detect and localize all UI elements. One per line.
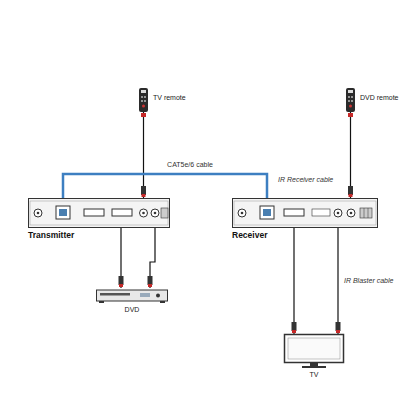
device-label: TV remote [153, 94, 186, 102]
device-drawing [232, 198, 378, 228]
cable-plug [141, 186, 146, 195]
device-label: DVD [125, 306, 140, 314]
device-label: TV [310, 371, 319, 379]
cable [293, 228, 294, 334]
cable-plug [348, 186, 353, 195]
plug-tip [148, 284, 152, 287]
plug-tip [119, 284, 123, 287]
plug-tip [142, 194, 146, 197]
device-label: Receiver [232, 231, 267, 240]
device-drawing [284, 334, 344, 368]
cable-label: IR Blaster cable [343, 277, 394, 285]
cable-label: IR Receiver cable [277, 176, 334, 184]
remote-control: TV remote [139, 88, 148, 112]
cable [143, 112, 144, 198]
cable-plug [119, 276, 124, 285]
device-label: Transmitter [28, 231, 74, 240]
extender-unit: Receiver [232, 198, 378, 228]
device-label: DVD remote [360, 94, 399, 102]
tv-set: TV [284, 334, 344, 368]
cable-plug [292, 322, 297, 331]
device-drawing [139, 88, 148, 112]
dvd-player: DVD [96, 288, 168, 303]
device-drawing [28, 198, 170, 228]
ir-sensor [141, 113, 146, 117]
cable [63, 174, 267, 198]
plug-tip [292, 330, 296, 333]
cable [337, 228, 338, 334]
cable-plug [148, 276, 153, 285]
cable-plug [336, 322, 341, 331]
cable [350, 112, 351, 198]
ir-sensor [348, 113, 353, 117]
remote-control: DVD remote [346, 88, 355, 112]
plug-tip [336, 330, 340, 333]
device-drawing [96, 288, 168, 303]
cable-label: CAT5e/6 cable [166, 161, 214, 169]
extender-unit: Transmitter [28, 198, 170, 228]
device-drawing [346, 88, 355, 112]
plug-tip [349, 194, 353, 197]
